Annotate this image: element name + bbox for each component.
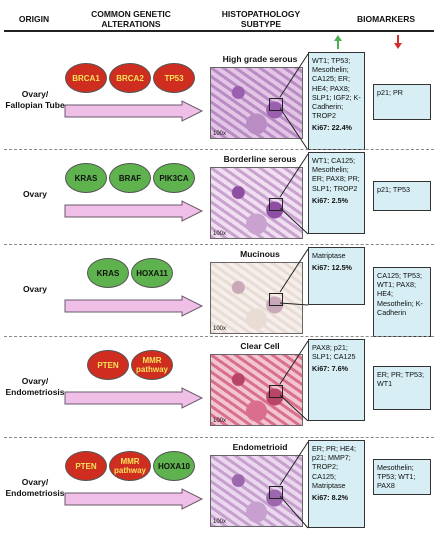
origin-label: Ovary/ Fallopian Tube xyxy=(5,89,65,110)
magnification-label: 100x xyxy=(213,326,227,332)
gene-mmr-pathway: MMR pathway xyxy=(131,350,173,380)
zoom-region xyxy=(269,198,283,211)
gene-pik3ca: PIK3CA xyxy=(153,163,195,193)
magnification-label: 100x xyxy=(213,131,227,137)
gene-braf: BRAF xyxy=(109,163,151,193)
upregulated-biomarkers: ER; PR; HE4; p21; MMP7; TROP2; CA125; Ma… xyxy=(308,440,365,528)
gene-pten: PTEN xyxy=(87,350,129,380)
downregulated-biomarkers: ER; PR; TP53; WT1 xyxy=(373,366,431,410)
header-biomarkers: BIOMARKERS xyxy=(356,14,416,24)
header-origin: ORIGIN xyxy=(18,14,50,24)
origin-label: Ovary/ Endometriosis xyxy=(5,376,65,397)
gene-kras: KRAS xyxy=(87,258,129,288)
gene-mmr-pathway: MMR pathway xyxy=(109,451,151,481)
gene-tp53: TP53 xyxy=(153,63,195,93)
zoom-lines xyxy=(279,340,309,422)
row-divider xyxy=(4,149,434,150)
ki67-value: Ki67: 12.5% xyxy=(312,263,352,273)
upregulated-list: ER; PR; HE4; p21; MMP7; TROP2; CA125; Ma… xyxy=(312,444,356,490)
subtype-label: Borderline serous xyxy=(223,154,297,164)
downregulated-biomarkers: CA125; TP53; WT1; PAX8; HE4; Mesothelin;… xyxy=(373,267,431,337)
zoom-region xyxy=(269,98,283,111)
downregulated-biomarkers: Mesothelin; TP53; WT1; PAX8 xyxy=(373,459,431,495)
origin-label: Ovary/ Endometriosis xyxy=(5,477,65,498)
flow-arrow-icon xyxy=(64,295,204,317)
header-rule xyxy=(4,30,434,32)
histology-image: 100x xyxy=(210,455,303,527)
magnification-label: 100x xyxy=(213,418,227,424)
origin-label: Ovary xyxy=(22,284,48,294)
zoom-lines xyxy=(279,441,309,529)
flow-arrow-icon xyxy=(64,387,204,409)
magnification-label: 100x xyxy=(213,231,227,237)
downregulated-biomarkers: p21; TP53 xyxy=(373,181,431,211)
subtype-label: Endometrioid xyxy=(232,442,288,452)
magnification-label: 100x xyxy=(213,519,227,525)
zoom-region xyxy=(269,486,283,499)
header-subtype: HISTOPATHOLOGY SUBTYPE xyxy=(221,9,301,29)
gene-brca1: BRCA1 xyxy=(65,63,107,93)
header-alterations: COMMON GENETIC ALTERATIONS xyxy=(91,9,171,29)
flow-arrow-icon xyxy=(64,100,204,122)
flow-arrow-icon xyxy=(64,200,204,222)
ki67-value: Ki67: 22.4% xyxy=(312,123,352,133)
ki67-value: Ki67: 2.5% xyxy=(312,195,348,205)
gene-kras: KRAS xyxy=(65,163,107,193)
upregulated-list: WT1; TP53; Mesothelin; CA125; ER; HE4; P… xyxy=(312,56,361,121)
ki67-value: Ki67: 8.2% xyxy=(312,493,348,503)
subtype-label: Clear Cell xyxy=(240,341,280,351)
upregulated-biomarkers: WT1; CA125; Mesothelin; ER; PAX8; PR; SL… xyxy=(308,152,365,234)
upregulated-list: PAX8; p21; SLP1; CA125 xyxy=(312,343,356,362)
subtype-label: High grade serous xyxy=(222,54,298,64)
upregulated-list: Matriptase xyxy=(312,251,346,260)
upregulated-list: WT1; CA125; Mesothelin; ER; PAX8; PR; SL… xyxy=(312,156,360,193)
zoom-region xyxy=(269,385,283,398)
row-divider xyxy=(4,244,434,245)
row-divider xyxy=(4,336,434,337)
histology-image: 100x xyxy=(210,262,303,334)
gene-pten: PTEN xyxy=(65,451,107,481)
up-arrow-icon xyxy=(334,35,342,49)
downregulated-biomarkers: p21; PR xyxy=(373,84,431,120)
origin-label: Ovary xyxy=(22,189,48,199)
histology-image: 100x xyxy=(210,167,303,239)
upregulated-biomarkers: WT1; TP53; Mesothelin; CA125; ER; HE4; P… xyxy=(308,52,365,150)
zoom-lines xyxy=(279,53,309,151)
zoom-region xyxy=(269,293,283,306)
zoom-lines xyxy=(279,248,309,306)
row-divider xyxy=(4,437,434,438)
down-arrow-icon xyxy=(394,35,402,49)
histology-image: 100x xyxy=(210,354,303,426)
gene-brca2: BRCA2 xyxy=(109,63,151,93)
zoom-lines xyxy=(279,153,309,235)
gene-hoxa11: HOXA11 xyxy=(131,258,173,288)
flow-arrow-icon xyxy=(64,488,204,510)
histology-image: 100x xyxy=(210,67,303,139)
subtype-label: Mucinous xyxy=(240,249,280,259)
gene-hoxa10: HOXA10 xyxy=(153,451,195,481)
ki67-value: Ki67: 7.6% xyxy=(312,364,348,374)
